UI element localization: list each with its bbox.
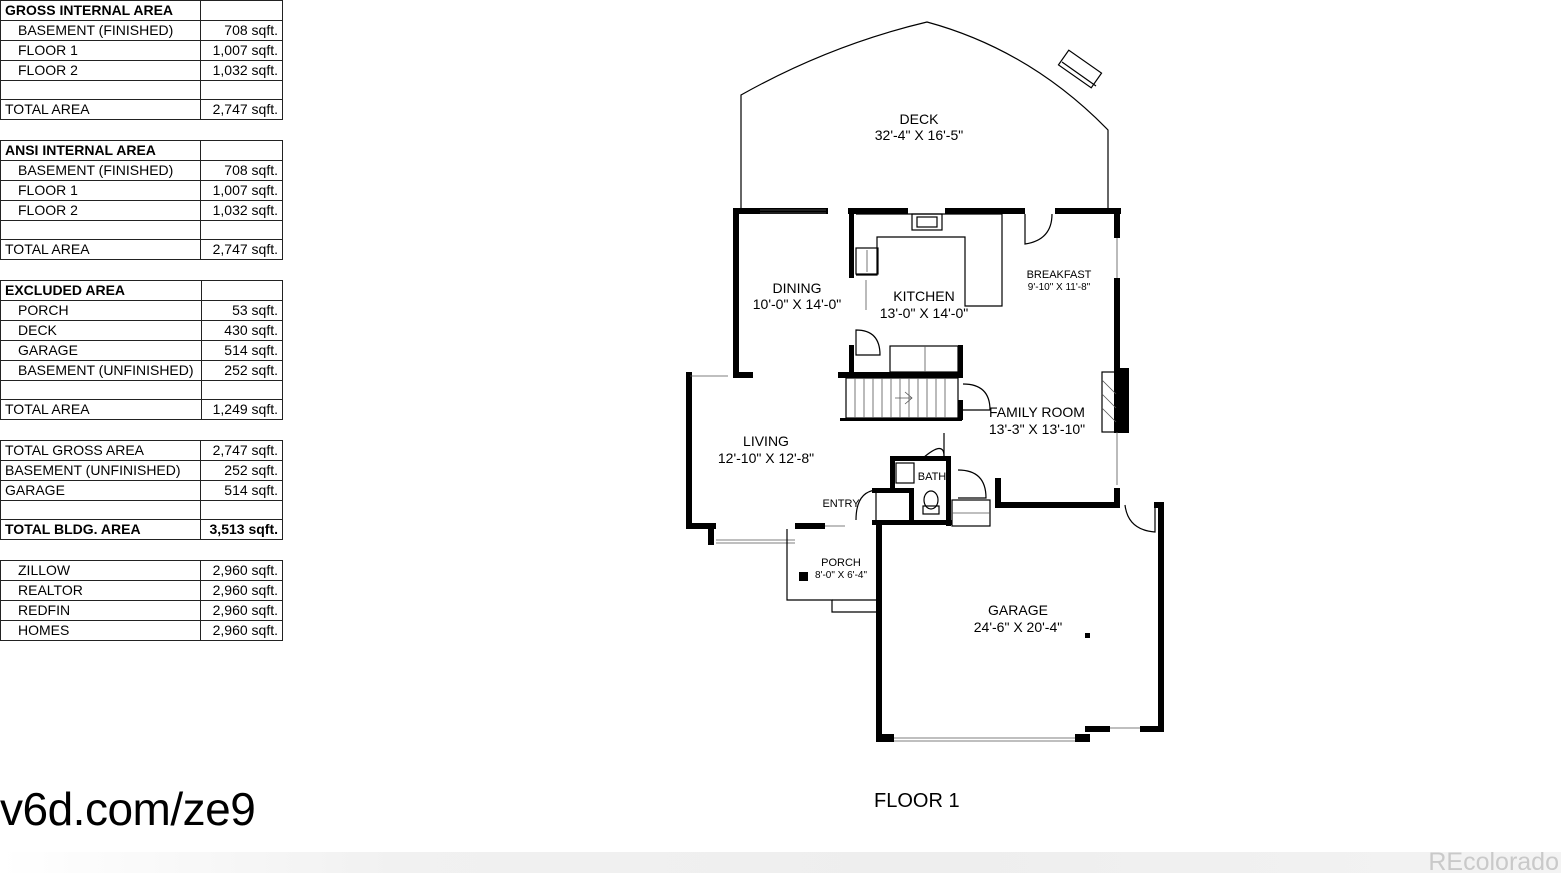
room-kitchen-dims: 13'-0" X 14'-0" — [880, 305, 968, 321]
room-porch-dims: 8'-0" X 6'-4" — [815, 570, 868, 581]
room-deck-dims: 32'-4" X 16'-5" — [875, 127, 963, 143]
exterior-walls — [686, 208, 1164, 742]
interior-walls — [838, 208, 963, 526]
gross-internal-area-table: GROSS INTERNAL AREA BASEMENT (FINISHED)7… — [0, 0, 283, 120]
room-entry-name: ENTRY — [822, 498, 860, 510]
room-labels: DECK 32'-4" X 16'-5" DINING 10'-0" X 14'… — [718, 111, 1092, 635]
short-url: v6d.com/ze9 — [0, 783, 256, 835]
room-breakfast-dims: 9'-10" X 11'-8" — [1028, 282, 1091, 293]
table-heading: ANSI INTERNAL AREA — [0, 140, 202, 161]
floor-label: FLOOR 1 — [874, 790, 960, 812]
room-garage-dims: 24'-6" X 20'-4" — [974, 619, 1062, 635]
watermark: REcolorado — [1428, 848, 1559, 876]
room-dining-dims: 10'-0" X 14'-0" — [753, 296, 841, 312]
deck-outline — [740, 21, 1109, 210]
room-garage-name: GARAGE — [988, 602, 1048, 618]
room-breakfast-name: BREAKFAST — [1027, 269, 1092, 281]
room-family-dims: 13'-3" X 13'-10" — [989, 421, 1085, 437]
room-living-dims: 12'-10" X 12'-8" — [718, 450, 814, 466]
room-kitchen-name: KITCHEN — [893, 288, 954, 304]
room-dining-name: DINING — [773, 280, 822, 296]
bottom-fade-bar — [0, 852, 1561, 873]
room-porch-name: PORCH — [821, 557, 861, 569]
area-tables: GROSS INTERNAL AREA BASEMENT (FINISHED)7… — [0, 0, 284, 661]
room-living-name: LIVING — [743, 433, 789, 449]
room-bath-name: BATH — [918, 471, 947, 483]
table-row: BASEMENT (UNFINISHED)252 sqft. — [0, 460, 283, 481]
stairs — [845, 377, 959, 419]
room-family-name: FAMILY ROOM — [989, 404, 1085, 420]
table-row: BASEMENT (FINISHED)708 sqft. — [0, 20, 283, 41]
fixtures — [690, 209, 1156, 742]
ansi-internal-area-table: ANSI INTERNAL AREA BASEMENT (FINISHED)70… — [0, 140, 283, 260]
room-deck-name: DECK — [900, 111, 940, 127]
